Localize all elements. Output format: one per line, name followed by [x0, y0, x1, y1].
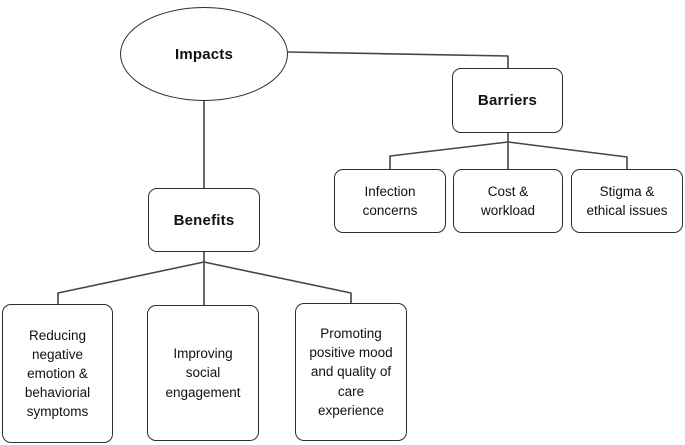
connector-benefits-promoting: [203, 261, 352, 303]
connector-barriers-stigma: [507, 141, 628, 169]
connector-impacts-barriers: [287, 51, 509, 68]
node-cost-workload: Cost & workload: [453, 169, 563, 233]
connector-barriers-infection: [389, 141, 509, 169]
node-promoting-positive-mood-label: Promoting positive mood and quality of c…: [309, 326, 393, 418]
connector-benefits-reducing: [57, 261, 205, 304]
node-barriers: Barriers: [452, 68, 563, 133]
node-improving-social-engagement: Improving social engagement: [147, 305, 259, 441]
node-barriers-label: Barriers: [477, 92, 538, 109]
node-stigma-ethical-issues-label: Stigma & ethical issues: [586, 183, 668, 218]
node-impacts: Impacts: [120, 7, 288, 101]
node-promoting-positive-mood: Promoting positive mood and quality of c…: [295, 303, 407, 441]
node-impacts-label: Impacts: [174, 45, 234, 63]
node-infection-concerns-label: Infection concerns: [362, 183, 418, 218]
node-cost-workload-label: Cost & workload: [480, 183, 536, 218]
node-improving-social-engagement-label: Improving social engagement: [165, 346, 241, 400]
node-reducing-negative-emotion: Reducing negative emotion & behaviorial …: [2, 304, 113, 443]
node-benefits: Benefits: [148, 188, 260, 252]
node-infection-concerns: Infection concerns: [334, 169, 446, 233]
node-stigma-ethical-issues: Stigma & ethical issues: [571, 169, 683, 233]
node-reducing-negative-emotion-label: Reducing negative emotion & behaviorial …: [24, 327, 91, 420]
node-benefits-label: Benefits: [173, 211, 235, 229]
